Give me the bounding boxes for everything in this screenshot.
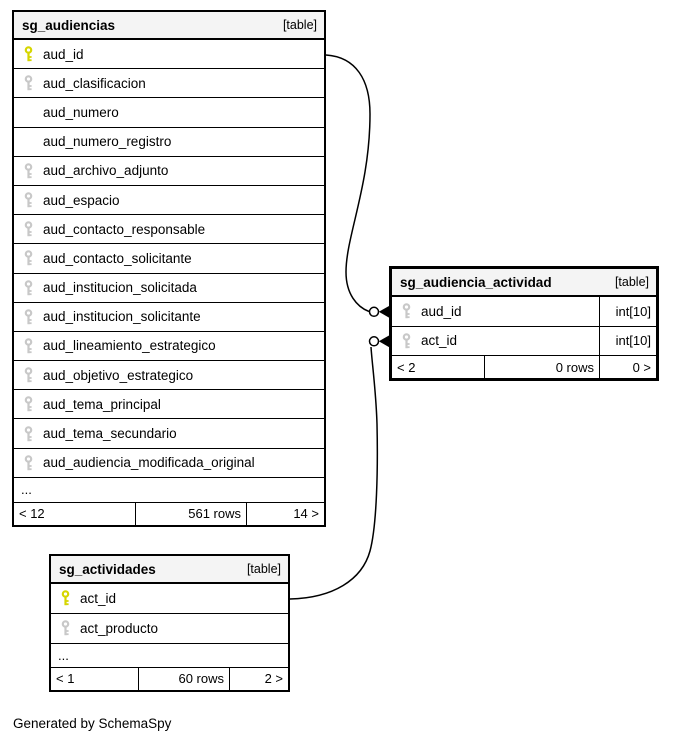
column-type: int[10] [599, 297, 656, 326]
foreign-key-icon [401, 303, 412, 319]
column-name: aud_tema_principal [43, 396, 161, 412]
column-row-aud_contacto_solicitante[interactable]: aud_contacto_solicitante [14, 244, 324, 274]
column-row-aud_id[interactable]: aud_id int[10] [392, 297, 656, 327]
table-card-sg_audiencia_actividad[interactable]: sg_audiencia_actividad [table] aud_id int[1… [389, 266, 659, 381]
foreign-key-icon [23, 221, 34, 237]
column-name: aud_audiencia_modificada_original [43, 455, 255, 471]
relationship-arrowhead [378, 306, 389, 318]
column-row-aud_audiencia_modificada_original[interactable]: aud_audiencia_modificada_original [14, 449, 324, 478]
column-name: aud_archivo_adjunto [43, 163, 169, 179]
more-columns-ellipsis: ... [14, 478, 324, 503]
foreign-key-icon [60, 620, 71, 636]
column-name: aud_contacto_solicitante [43, 250, 192, 266]
foreign-key-icon [23, 454, 34, 471]
foreign-key-icon [23, 192, 34, 208]
column-name: aud_contacto_responsable [43, 221, 206, 237]
column-row-aud_espacio[interactable]: aud_espacio [14, 186, 324, 216]
column-name: aud_tema_secundario [43, 426, 177, 442]
table-title: sg_audiencia_actividad [400, 274, 552, 290]
footer-prev-columns-count: < 2 [397, 359, 416, 375]
column-name: aud_clasificacion [43, 75, 146, 91]
foreign-key-icon [23, 308, 34, 325]
primary-key-icon [60, 590, 71, 606]
relationship-line-actividades-to-audiencia-actividad [289, 346, 379, 600]
foreign-key-icon [23, 338, 34, 354]
foreign-key-icon [23, 367, 34, 383]
table-header-sg_audiencia_actividad[interactable]: sg_audiencia_actividad [table] [392, 269, 656, 297]
table-card-sg_audiencias[interactable]: sg_audiencias [table] aud_id aud_clasificac… [12, 10, 326, 527]
footer-row-count: 561 rows [135, 502, 246, 525]
primary-key-icon [23, 46, 34, 62]
relationship-line-audiencias-to-audiencia-actividad [325, 54, 371, 313]
table-title: sg_actividades [59, 561, 156, 577]
table-card-sg_actividades[interactable]: sg_actividades [table] act_id act_producto.… [49, 554, 290, 692]
foreign-key-icon [23, 279, 34, 296]
table-header-sg_audiencias[interactable]: sg_audiencias [table] [14, 12, 324, 40]
relationship-circle-endpoint [368, 336, 380, 347]
column-row-aud_tema_principal[interactable]: aud_tema_principal [14, 390, 324, 420]
column-row-aud_objetivo_estrategico[interactable]: aud_objetivo_estrategico [14, 361, 324, 391]
relationship-circle-endpoint [368, 306, 380, 318]
column-row-aud_institucion_solicitante[interactable]: aud_institucion_solicitante [14, 303, 324, 332]
column-name: aud_institucion_solicitada [43, 280, 197, 296]
column-name: aud_numero_registro [43, 134, 172, 150]
column-row-aud_institucion_solicitada[interactable]: aud_institucion_solicitada [14, 274, 324, 303]
schemaspy-credit: Generated by SchemaSpy [13, 716, 172, 731]
footer-row-count: 0 rows [484, 356, 599, 378]
column-row-aud_tema_secundario[interactable]: aud_tema_secundario [14, 419, 324, 449]
more-columns-ellipsis: ... [51, 644, 288, 668]
footer-next-columns-count: 14 > [246, 502, 324, 525]
column-name: aud_espacio [43, 192, 120, 208]
column-name: aud_institucion_solicitante [43, 309, 201, 325]
column-name: aud_numero [43, 104, 119, 120]
foreign-key-icon [401, 332, 412, 349]
column-row-aud_lineamiento_estrategico[interactable]: aud_lineamiento_estrategico [14, 332, 324, 362]
foreign-key-icon [23, 396, 34, 412]
table-title: sg_audiencias [22, 17, 116, 33]
foreign-key-icon [23, 163, 34, 179]
table-header-sg_actividades[interactable]: sg_actividades [table] [51, 556, 288, 584]
relationship-arrowhead [378, 335, 389, 348]
footer-next-columns-count: 2 > [229, 667, 288, 690]
column-type: int[10] [599, 326, 656, 355]
table-type-badge: [table] [246, 562, 281, 576]
column-name: aud_lineamiento_estrategico [43, 338, 216, 354]
column-name: act_producto [80, 620, 159, 636]
column-row-act_id[interactable]: act_id [51, 584, 288, 614]
column-row-act_producto[interactable]: act_producto [51, 614, 288, 644]
footer-prev-columns-count: < 1 [56, 671, 75, 687]
footer-row-count: 60 rows [138, 667, 229, 690]
column-name: aud_objetivo_estrategico [43, 367, 194, 383]
foreign-key-icon [23, 75, 34, 91]
column-name: act_id [80, 590, 117, 606]
column-row-aud_contacto_responsable[interactable]: aud_contacto_responsable [14, 215, 324, 245]
table-type-badge: [table] [614, 275, 649, 289]
footer-prev-columns-count: < 12 [19, 506, 45, 522]
column-row-aud_archivo_adjunto[interactable]: aud_archivo_adjunto [14, 157, 324, 186]
footer-next-columns-count: 0 > [599, 356, 656, 378]
foreign-key-icon [23, 250, 34, 266]
foreign-key-icon [23, 425, 34, 442]
column-row-aud_numero_registro[interactable]: aud_numero_registro [14, 128, 324, 157]
column-name: aud_id [43, 46, 84, 62]
column-row-aud_id[interactable]: aud_id [14, 40, 324, 70]
column-row-aud_clasificacion[interactable]: aud_clasificacion [14, 69, 324, 99]
table-type-badge: [table] [282, 18, 317, 32]
column-row-act_id[interactable]: act_id int[10] [392, 326, 656, 356]
column-name: act_id [421, 333, 458, 349]
column-name: aud_id [421, 303, 462, 319]
column-row-aud_numero[interactable]: aud_numero [14, 98, 324, 128]
